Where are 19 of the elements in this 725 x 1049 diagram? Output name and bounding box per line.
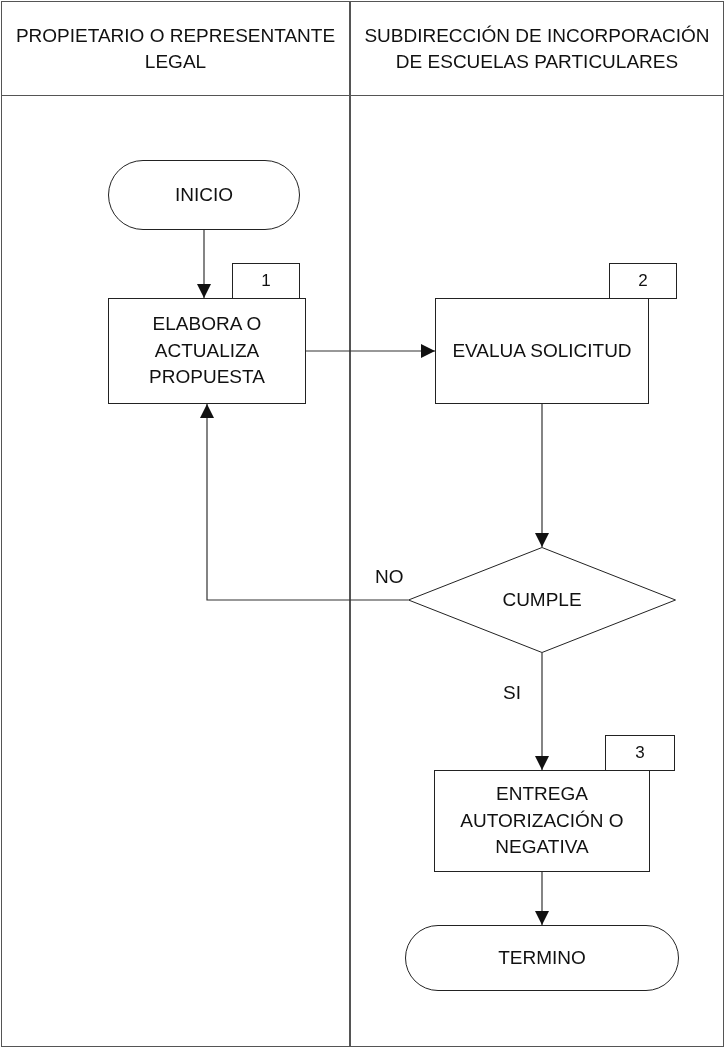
swimlane xyxy=(350,1,724,1047)
step-number: 1 xyxy=(232,263,300,299)
arrow xyxy=(535,871,549,926)
arrow xyxy=(305,344,436,358)
terminal-box: INICIO xyxy=(108,160,300,230)
process-box: EVALUA SOLICITUD xyxy=(435,298,649,404)
process-box: ENTREGA AUTORIZACIÓN O NEGATIVA xyxy=(434,770,650,872)
swimlane xyxy=(1,1,350,1047)
arrow xyxy=(535,403,549,548)
decision-diamond: CUMPLE xyxy=(408,547,676,653)
lane-header: SUBDIRECCIÓN DE INCORPORACIÓN DE ESCUELAS PARTICULARES xyxy=(351,2,723,96)
arrow xyxy=(197,229,211,299)
step-number: 2 xyxy=(609,263,677,299)
arrow xyxy=(200,403,409,601)
terminal-box: TERMINO xyxy=(405,925,679,991)
process-box: ELABORA O ACTUALIZA PROPUESTA xyxy=(108,298,306,404)
step-number: 3 xyxy=(605,735,675,771)
arrow xyxy=(535,652,549,771)
lane-header: PROPIETARIO O REPRESENTANTE LEGAL xyxy=(2,2,349,96)
